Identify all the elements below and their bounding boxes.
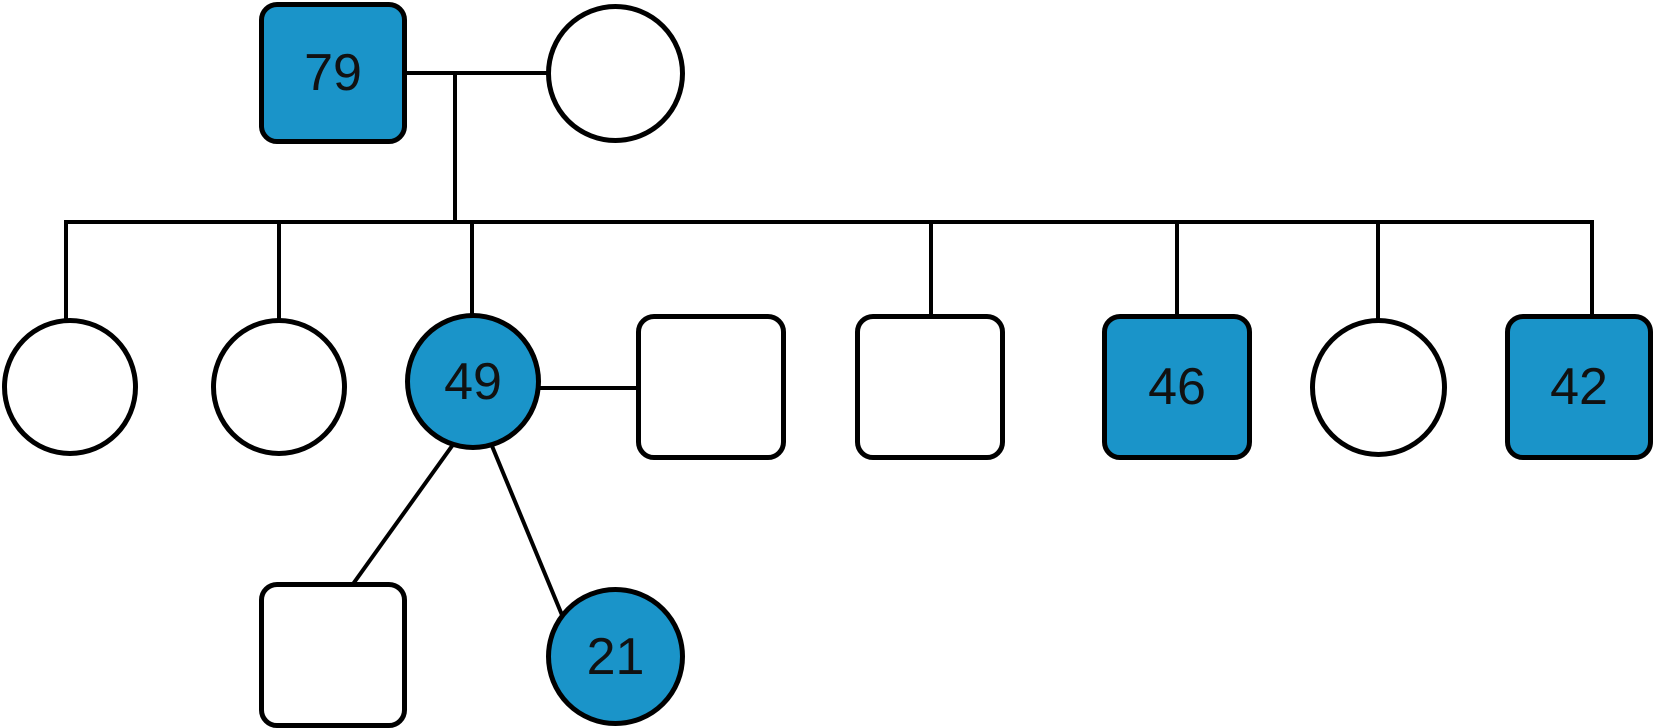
gen2-female-2-circle [211,318,347,456]
gen2-female-affected-circle: 49 [405,313,541,450]
gen2-male-1-square [855,314,1005,460]
age-label: 79 [304,44,362,102]
gen2-male-affected-square-1: 46 [1102,314,1252,460]
gen2-female-3-circle [1310,318,1447,457]
child-link-gen3-2 [489,443,565,618]
age-label: 46 [1148,358,1206,416]
gen1-father-affected-square: 79 [259,2,407,144]
gen2-spouse-square [636,314,786,460]
gen2-male-affected-square-2: 42 [1505,314,1653,460]
gen2-female-1-circle [2,318,138,456]
gen3-female-affected-circle: 21 [546,587,685,726]
child-link-gen3-1 [350,443,455,587]
age-label: 49 [444,352,502,411]
age-label: 42 [1550,358,1608,416]
age-label: 21 [586,627,645,686]
gen3-male-square [259,582,407,728]
gen1-mother-circle [546,4,685,143]
